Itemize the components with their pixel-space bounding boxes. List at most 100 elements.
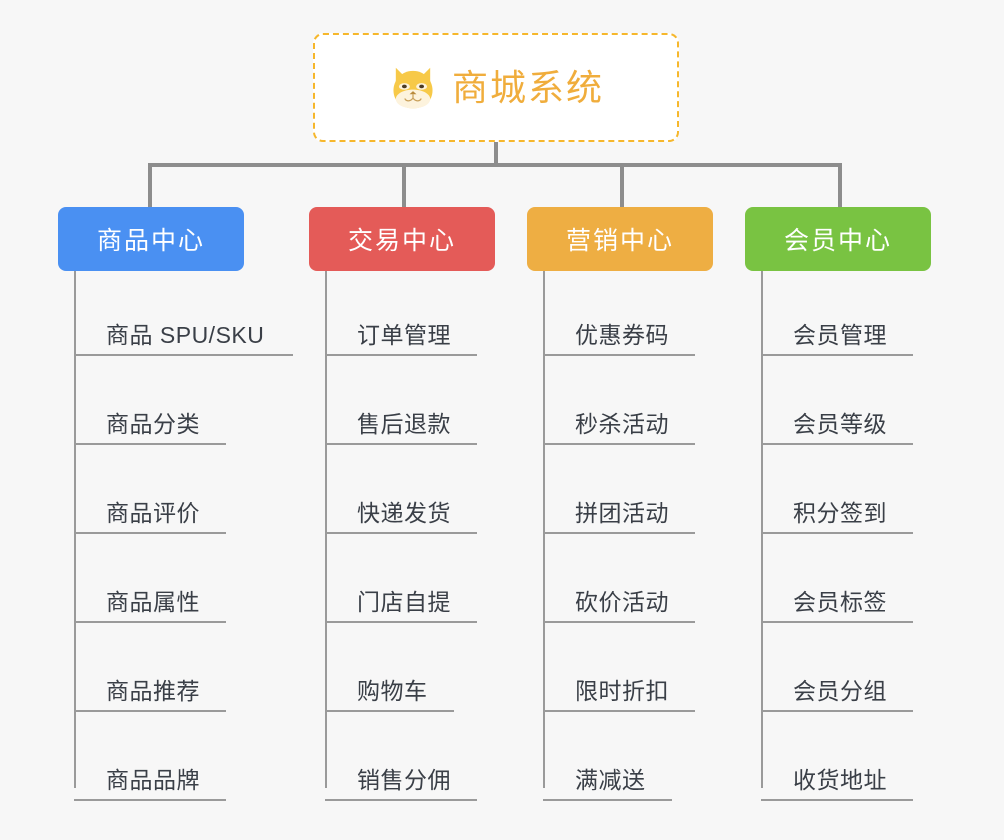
leaf-label: 秒杀活动: [575, 411, 669, 437]
branch-header-4[interactable]: 会员中心: [745, 207, 931, 271]
leaf-underline: [74, 621, 226, 623]
leaf-underline: [74, 710, 226, 712]
leaf-item[interactable]: 会员标签: [761, 538, 1004, 627]
leaf-label: 拼团活动: [575, 500, 669, 526]
leaf-label: 限时折扣: [575, 678, 669, 704]
connector-drop-2: [402, 163, 406, 209]
branch-header-label-3: 营销中心: [565, 227, 674, 255]
branch-rail-4: [761, 271, 763, 788]
shiba-dog-icon: [393, 67, 433, 108]
leaf-underline: [761, 621, 913, 623]
leaf-underline: [325, 354, 477, 356]
leaf-item[interactable]: 购物车: [325, 627, 585, 716]
leaf-underline: [325, 532, 477, 534]
connector-drop-4: [838, 163, 842, 209]
leaf-underline: [74, 532, 226, 534]
leaf-underline: [543, 354, 695, 356]
leaf-underline: [325, 443, 477, 445]
leaf-underline: [74, 354, 293, 356]
branch-column-4: 会员中心 会员管理 会员等级 积分签到 会员标签 会员分组: [745, 207, 931, 801]
leaf-label: 商品品牌: [106, 767, 200, 793]
branch-column-1: 商品中心 商品 SPU/SKU 商品分类 商品评价 商品属性 商品推荐: [58, 207, 293, 801]
leaf-list-3: 优惠券码 秒杀活动 拼团活动 砍价活动 限时折扣 满减送: [543, 271, 803, 805]
leaf-item[interactable]: 拼团活动: [543, 449, 803, 538]
branch-rail-2: [325, 271, 327, 788]
leaf-item[interactable]: 售后退款: [325, 360, 585, 449]
branch-header-label-2: 交易中心: [347, 227, 456, 255]
leaf-label: 商品推荐: [106, 678, 200, 704]
leaf-item[interactable]: 订单管理: [325, 271, 585, 360]
leaf-item[interactable]: 商品分类: [74, 360, 334, 449]
leaf-item[interactable]: 会员分组: [761, 627, 1004, 716]
leaf-list-2: 订单管理 售后退款 快递发货 门店自提 购物车 销售分佣: [325, 271, 585, 805]
leaf-label: 门店自提: [357, 589, 451, 615]
leaf-underline: [543, 799, 672, 801]
leaf-underline: [761, 799, 913, 801]
leaf-list-4: 会员管理 会员等级 积分签到 会员标签 会员分组 收货地址: [761, 271, 1004, 805]
leaf-label: 会员管理: [793, 322, 887, 348]
leaf-item[interactable]: 商品评价: [74, 449, 334, 538]
leaf-label: 商品属性: [106, 589, 200, 615]
leaf-item[interactable]: 商品 SPU/SKU: [74, 271, 334, 360]
branch-header-label-4: 会员中心: [783, 227, 892, 255]
leaf-label: 满减送: [575, 767, 646, 793]
branch-rail-1: [74, 271, 76, 788]
leaf-label: 砍价活动: [575, 589, 669, 615]
leaf-label: 会员分组: [793, 678, 887, 704]
leaf-label: 购物车: [357, 678, 428, 704]
leaf-label: 商品评价: [106, 500, 200, 526]
leaf-label: 会员标签: [793, 589, 887, 615]
leaf-underline: [74, 443, 226, 445]
leaf-label: 售后退款: [357, 411, 451, 437]
leaf-item[interactable]: 满减送: [543, 716, 803, 805]
leaf-label: 会员等级: [793, 411, 887, 437]
leaf-item[interactable]: 商品推荐: [74, 627, 334, 716]
leaf-item[interactable]: 收货地址: [761, 716, 1004, 805]
leaf-label: 快递发货: [357, 500, 451, 526]
leaf-underline: [761, 532, 913, 534]
leaf-underline: [325, 710, 454, 712]
branch-column-3: 营销中心 优惠券码 秒杀活动 拼团活动 砍价活动 限时折扣: [527, 207, 713, 801]
leaf-underline: [543, 443, 695, 445]
leaf-label: 优惠券码: [575, 322, 669, 348]
leaf-item[interactable]: 会员管理: [761, 271, 1004, 360]
connector-drop-1: [148, 163, 152, 209]
leaf-underline: [325, 621, 477, 623]
leaf-label: 销售分佣: [357, 767, 451, 793]
connector-horizontal-bus: [150, 163, 840, 167]
leaf-underline: [761, 354, 913, 356]
leaf-item[interactable]: 销售分佣: [325, 716, 585, 805]
leaf-item[interactable]: 快递发货: [325, 449, 585, 538]
connector-root-stem: [494, 142, 498, 165]
branch-column-2: 交易中心 订单管理 售后退款 快递发货 门店自提 购物车: [309, 207, 495, 801]
connector-drop-3: [620, 163, 624, 209]
branch-rail-3: [543, 271, 545, 788]
branch-header-3[interactable]: 营销中心: [527, 207, 713, 271]
leaf-underline: [761, 443, 913, 445]
branch-header-2[interactable]: 交易中心: [309, 207, 495, 271]
branch-header-label-1: 商品中心: [96, 227, 205, 255]
branch-header-1[interactable]: 商品中心: [58, 207, 244, 271]
leaf-label: 收货地址: [793, 767, 887, 793]
leaf-item[interactable]: 优惠券码: [543, 271, 803, 360]
leaf-label: 积分签到: [793, 500, 887, 526]
leaf-item[interactable]: 门店自提: [325, 538, 585, 627]
leaf-item[interactable]: 商品属性: [74, 538, 334, 627]
leaf-item[interactable]: 商品品牌: [74, 716, 334, 805]
leaf-underline: [543, 710, 695, 712]
leaf-list-1: 商品 SPU/SKU 商品分类 商品评价 商品属性 商品推荐 商品品牌: [74, 271, 334, 805]
leaf-item[interactable]: 砍价活动: [543, 538, 803, 627]
leaf-underline: [761, 710, 913, 712]
leaf-label: 订单管理: [357, 322, 451, 348]
leaf-item[interactable]: 秒杀活动: [543, 360, 803, 449]
leaf-underline: [325, 799, 477, 801]
leaf-item[interactable]: 限时折扣: [543, 627, 803, 716]
leaf-label: 商品 SPU/SKU: [106, 322, 265, 348]
leaf-underline: [543, 621, 695, 623]
root-node[interactable]: 商城系统: [313, 33, 679, 142]
leaf-item[interactable]: 积分签到: [761, 449, 1004, 538]
leaf-item[interactable]: 会员等级: [761, 360, 1004, 449]
leaf-underline: [74, 799, 226, 801]
leaf-underline: [543, 532, 695, 534]
